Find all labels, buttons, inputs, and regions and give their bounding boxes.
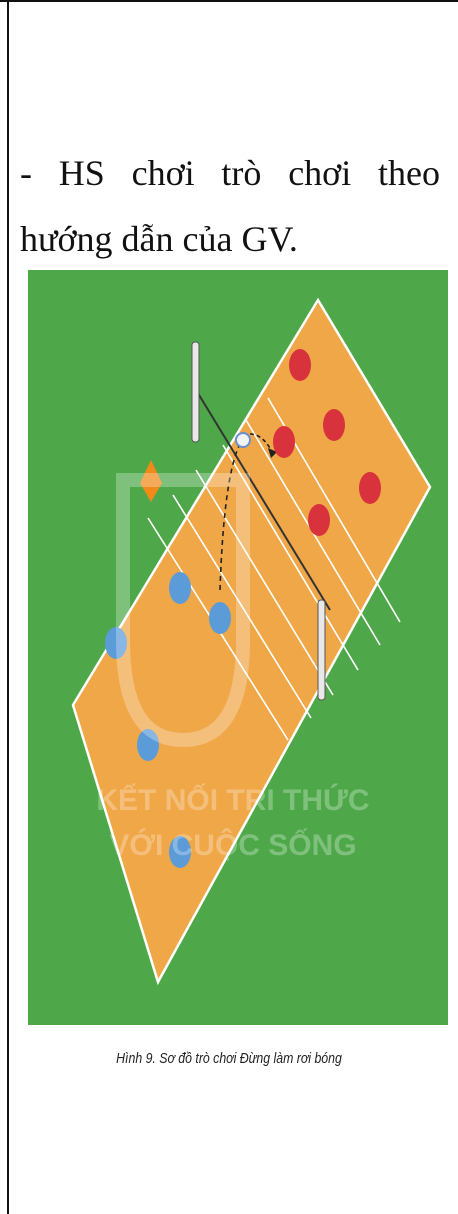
net-post-left [192,342,199,442]
watermark-line1: KẾT NỐI TRI THỨC [96,783,369,817]
instruction-text: - HS chơi trò chơi theo hướng dẫn của GV… [20,140,440,272]
table-border-left [7,0,9,1214]
table-border-top [0,0,458,2]
net-post-right [318,600,325,700]
ball [236,433,250,447]
figure-caption: Hình 9. Sơ đồ trò chơi Đừng làm rơi bóng [41,1050,417,1067]
game-diagram: KẾT NỐI TRI THỨC VỚI CUỘC SỐNG [28,270,448,1025]
watermark-line2: VỚI CUỘC SỐNG [109,828,356,862]
